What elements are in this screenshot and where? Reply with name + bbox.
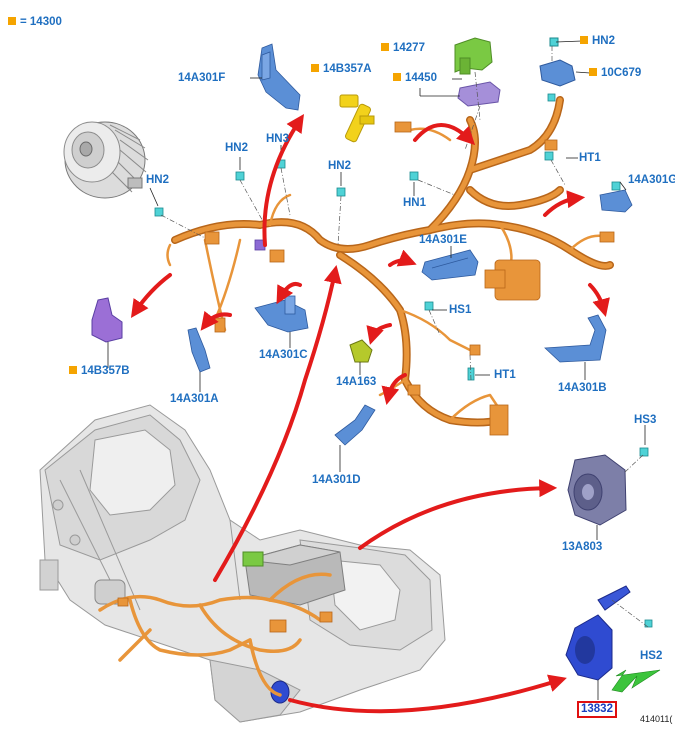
label-14A301G: 14A301G	[628, 174, 675, 186]
label-HN2-center: HN2	[328, 160, 352, 172]
harness-in-vehicle	[98, 572, 332, 697]
sensor-14B357A	[339, 94, 375, 143]
label-14A163: 14A163	[336, 376, 377, 388]
label-HN1: HN1	[403, 197, 427, 209]
label-HN2-alternator: HN2	[146, 174, 170, 186]
label-13832-highlighted: 13832	[577, 701, 617, 718]
bracket-14A301A	[187, 327, 211, 373]
bracket-14450	[457, 81, 501, 107]
label-HT1-bottom: HT1	[494, 369, 516, 381]
legend: = 14300	[8, 16, 62, 29]
leader-lines	[107, 40, 646, 700]
bracket-14A301E	[421, 249, 479, 281]
label-14A301A: 14A301A	[170, 393, 219, 405]
callout-arrow	[611, 669, 661, 693]
label-14277: 14277	[381, 42, 425, 55]
label-14A301F: 14A301F	[178, 72, 226, 84]
sensor-14B357B	[91, 297, 123, 343]
part-marker-icon	[393, 73, 401, 81]
label-14B357A: 14B357A	[311, 63, 372, 76]
fuse-box-10C679	[539, 37, 576, 87]
part-marker-icon	[580, 36, 588, 44]
assembly-arrows	[130, 114, 610, 714]
bracket-14A301G	[599, 189, 633, 213]
part-marker-icon	[311, 64, 319, 72]
legend-text: = 14300	[20, 16, 62, 28]
bracket-14A301B	[544, 314, 607, 363]
label-14A301D: 14A301D	[312, 474, 361, 486]
part-marker-icon	[69, 366, 77, 374]
label-HN2-top: HN2	[580, 35, 615, 48]
label-13A803: 13A803	[562, 541, 603, 553]
harness-connectors	[204, 121, 615, 436]
clip-14A163	[349, 339, 373, 363]
label-14A301E: 14A301E	[419, 234, 467, 246]
horn-13832	[565, 585, 631, 681]
label-HN3: HN3	[266, 133, 290, 145]
label-14450: 14450	[393, 72, 437, 85]
part-marker-icon	[381, 43, 389, 51]
bracket-14277	[454, 37, 493, 75]
label-10C679: 10C679	[589, 67, 641, 80]
horn-13A803	[567, 454, 627, 526]
label-14B357B: 14B357B	[69, 365, 130, 378]
label-HS2: HS2	[640, 650, 663, 662]
bracket-14A301F	[257, 43, 301, 111]
bracket-14A301C	[254, 295, 309, 333]
figure-code: 414011(	[640, 714, 673, 724]
alternator	[63, 121, 149, 199]
label-HT1-top: HT1	[579, 152, 601, 164]
label-14A301C: 14A301C	[259, 349, 308, 361]
battery-assembly	[94, 544, 346, 704]
label-HS3: HS3	[634, 414, 657, 426]
bracket-14A301D	[334, 404, 376, 446]
fasteners	[154, 93, 653, 628]
label-14A301B: 14A301B	[558, 382, 607, 394]
label-HN2-mid: HN2	[225, 142, 249, 154]
part-marker-icon	[589, 68, 597, 76]
label-HS1: HS1	[449, 304, 472, 316]
legend-swatch	[8, 17, 16, 25]
alignment-lines	[160, 46, 649, 628]
